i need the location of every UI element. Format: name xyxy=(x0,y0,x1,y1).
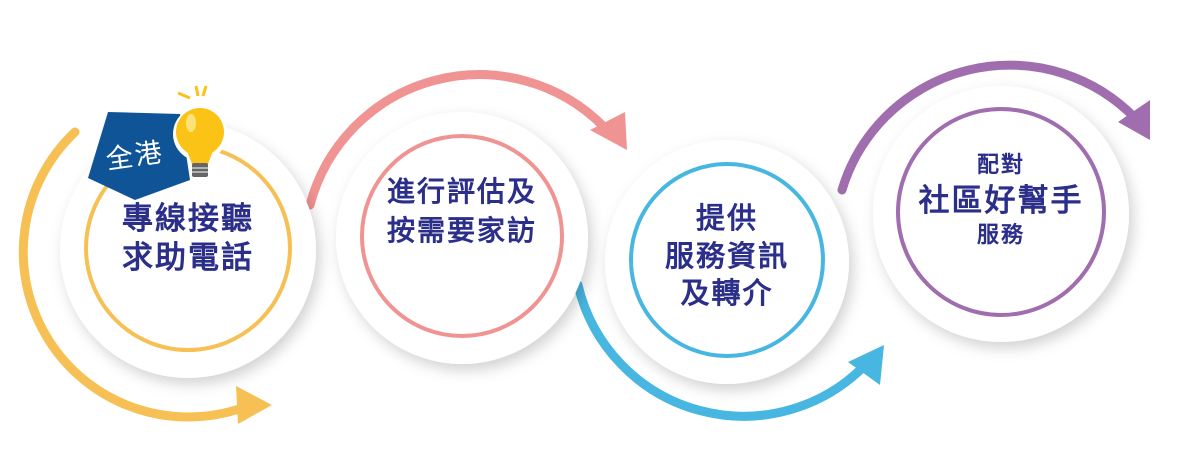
step4-circle xyxy=(873,86,1129,342)
step3-line: 提供 xyxy=(695,201,758,235)
step1-line: 專線接聽 xyxy=(122,201,254,237)
step4-line: 服務 xyxy=(976,223,1025,249)
step2-circle xyxy=(336,112,588,364)
step3-line: 及轉介 xyxy=(680,276,774,311)
step2-line: 按需要家訪 xyxy=(386,214,537,248)
step4-label: 配對 社區好幫手 服務 xyxy=(901,152,1101,250)
arrow-step3 xyxy=(573,280,884,421)
step1-line: 求助電話 xyxy=(122,239,254,276)
step4-line: 社區好幫手 xyxy=(918,182,1084,219)
step3-label: 提供 服務資訊 及轉介 xyxy=(637,200,817,313)
arrow-step2 xyxy=(305,70,627,210)
step2-label: 進行評估及 按需要家訪 xyxy=(372,172,552,250)
step1-label: 專線接聽 求助電話 xyxy=(98,200,278,278)
step3-line: 服務資訊 xyxy=(664,238,789,273)
lightbulb-icon xyxy=(173,85,227,177)
arrow-step4 xyxy=(837,60,1150,195)
step3-circle xyxy=(605,140,849,384)
step4-line: 配對 xyxy=(976,153,1025,178)
arrow-step1 xyxy=(18,127,272,424)
badge-shape xyxy=(88,112,190,200)
step2-line: 進行評估及 xyxy=(386,175,537,208)
